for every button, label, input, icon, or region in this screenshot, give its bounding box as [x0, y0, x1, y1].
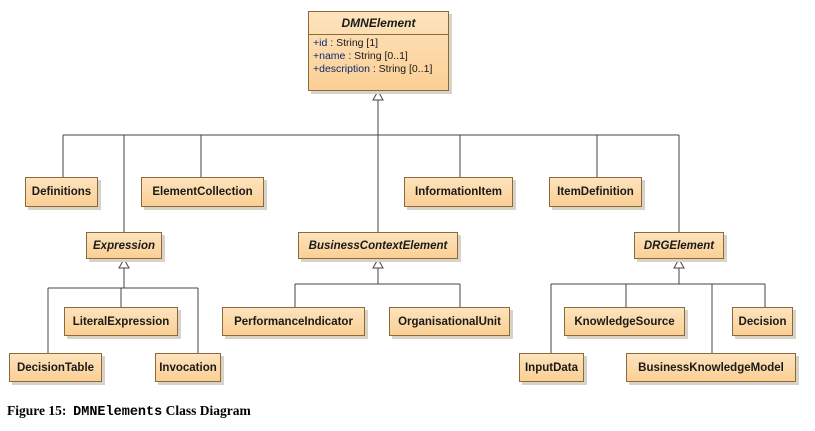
class-literalexpression[interactable]: LiteralExpression — [64, 307, 178, 336]
class-informationitem[interactable]: InformationItem — [404, 177, 513, 207]
class-drgelement[interactable]: DRGElement — [634, 232, 724, 259]
generalization-arrowhead — [673, 257, 685, 269]
class-decisiontable[interactable]: DecisionTable — [9, 353, 102, 382]
class-definitions[interactable]: Definitions — [25, 177, 98, 207]
class-businessknowledgemodel[interactable]: BusinessKnowledgeModel — [626, 353, 796, 382]
class-invocation[interactable]: Invocation — [155, 353, 221, 382]
generalization-arrowhead — [118, 257, 130, 269]
class-expression[interactable]: Expression — [86, 232, 162, 259]
generalization-arrowhead — [372, 89, 384, 101]
class-decision[interactable]: Decision — [732, 307, 793, 336]
class-businesscontextelement[interactable]: BusinessContextElement — [298, 232, 458, 259]
attribute-name: +name : String [0..1] — [313, 50, 408, 62]
class-organisationalunit[interactable]: OrganisationalUnit — [389, 307, 510, 336]
class-itemdefinition[interactable]: ItemDefinition — [549, 177, 642, 207]
class-knowledgesource[interactable]: KnowledgeSource — [564, 307, 685, 336]
class-elementcollection[interactable]: ElementCollection — [141, 177, 264, 207]
class-performanceindicator[interactable]: PerformanceIndicator — [222, 307, 365, 336]
attribute-id: +id : String [1] — [313, 37, 379, 49]
attribute-description: +description : String [0..1] — [313, 63, 433, 75]
generalization-arrowhead — [372, 257, 384, 269]
attribute-list: +id : String [1] +name : String [0..1] +… — [309, 35, 448, 78]
figure-caption: Figure 15: DMNElements Class Diagram — [7, 403, 251, 420]
class-name: DMNElement — [309, 12, 448, 35]
class-dmnelement[interactable]: DMNElement +id : String [1] +name : Stri… — [308, 11, 449, 91]
class-inputdata[interactable]: InputData — [519, 353, 584, 382]
